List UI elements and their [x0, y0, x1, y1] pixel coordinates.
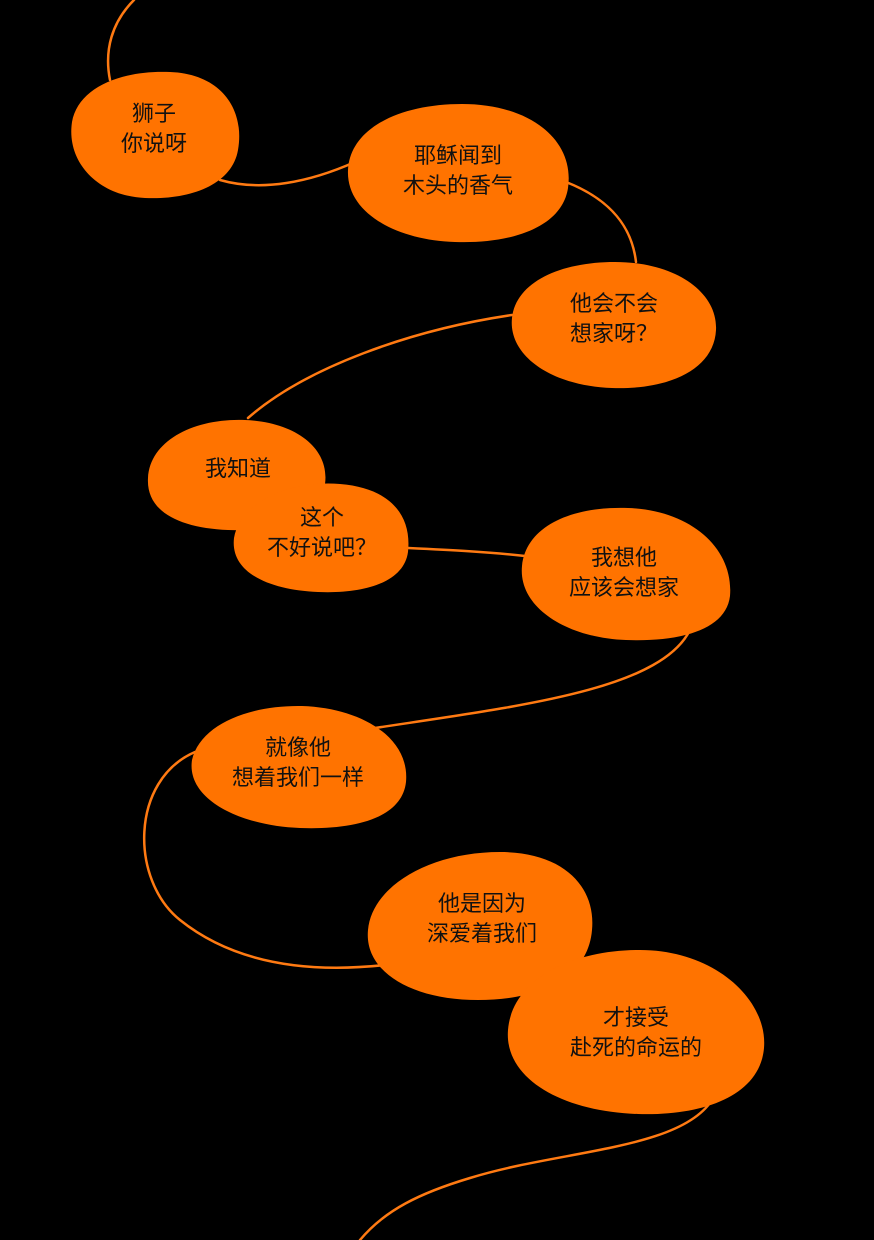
bubble-line: 你说呀: [120, 132, 188, 157]
bubble-text-homesick-question: 他会不会 想家呀？: [570, 290, 658, 350]
bubble-text-like-us: 就像他 想着我们一样: [232, 734, 364, 794]
bubble-line: 才接受: [602, 1006, 670, 1031]
bubble-text-fate: 才接受 赴死的命运的: [570, 1004, 702, 1064]
thread-segment: [218, 160, 357, 187]
bubble-line: 他会不会: [569, 292, 659, 317]
bubble-line: 耶稣闻到: [413, 144, 503, 169]
bubble-line: 我知道: [204, 457, 272, 482]
bubble-line: 木头的香气: [402, 174, 514, 199]
speech-bubble: [233, 483, 409, 593]
thread-segment: [406, 546, 527, 558]
bubble-line: 应该会想家: [568, 576, 680, 601]
speech-bubble: [347, 104, 569, 243]
bubble-text-should-miss-home: 我想他 应该会想家: [569, 544, 679, 604]
bubble-line: 深爱着我们: [426, 922, 538, 947]
bubble-line: 这个: [299, 506, 345, 531]
connecting-thread: [106, 0, 714, 1240]
thread-segment: [564, 180, 638, 264]
speech-bubble: [521, 507, 731, 641]
bubble-line: 想家呀？: [569, 322, 659, 347]
bubble-text-loves-us: 他是因为 深爱着我们: [427, 890, 537, 950]
thread-segment: [358, 1098, 714, 1240]
thread-segment: [143, 750, 387, 969]
bubble-line: 他是因为: [437, 892, 527, 917]
bubble-line: 赴死的命运的: [569, 1036, 703, 1061]
bubble-text-lion: 狮子 你说呀: [121, 100, 187, 160]
bubble-text-i-know: 我知道: [205, 455, 271, 485]
bubble-line: 就像他: [264, 736, 332, 761]
bubble-text-hard-to-say: 这个 不好说吧？: [267, 504, 377, 564]
bubble-line: 狮子: [131, 102, 177, 127]
speech-bubble: [507, 950, 765, 1115]
thread-segment: [246, 313, 514, 420]
speech-bubble: [71, 71, 240, 199]
bubble-line: 我想他: [590, 546, 658, 571]
bubble-text-jesus-smelled: 耶稣闻到 木头的香气: [403, 142, 513, 202]
thread-segment: [106, 0, 136, 82]
speech-bubble: [367, 852, 593, 1000]
bubble-group: [71, 71, 765, 1115]
bubble-line: 想着我们一样: [231, 766, 365, 791]
thread-segment: [373, 628, 692, 730]
speech-bubble: [191, 705, 407, 829]
bubble-line: 不好说吧？: [266, 536, 378, 561]
speech-bubble: [511, 262, 717, 389]
